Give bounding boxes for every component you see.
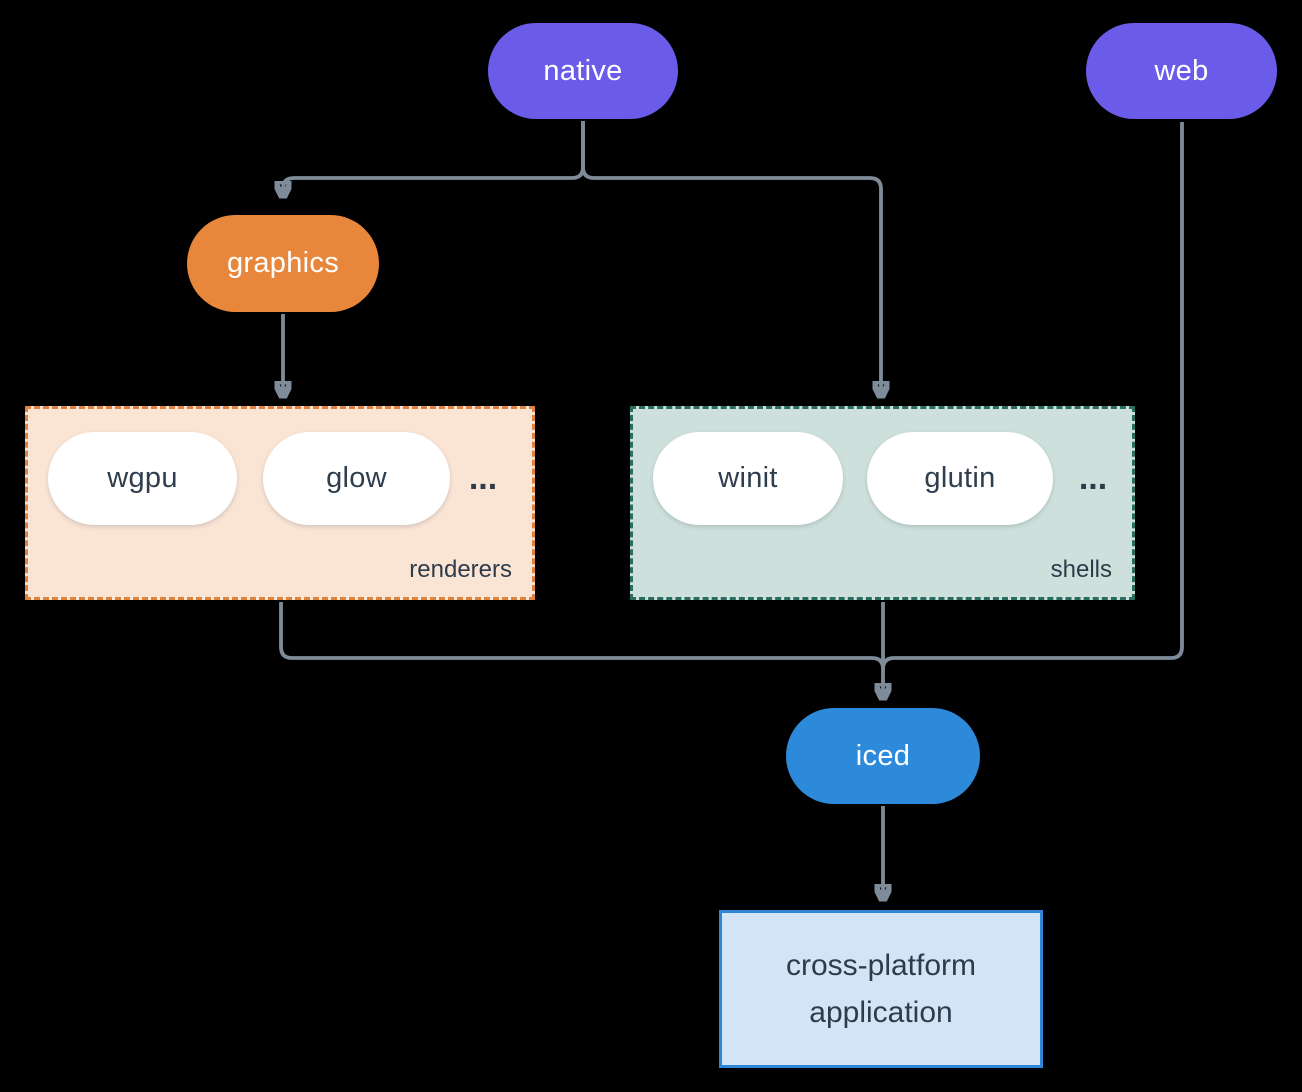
- node-web-label: web: [1154, 54, 1209, 87]
- node-iced: iced: [786, 708, 980, 804]
- edge-renderers-iced: [279, 602, 885, 670]
- node-app-label: cross-platform application: [785, 949, 977, 1029]
- node-winit-label: winit: [718, 462, 778, 494]
- node-winit: winit: [653, 432, 843, 525]
- edge-native-graphics: [283, 121, 585, 196]
- renderers-ellipsis: ...: [468, 459, 498, 497]
- group-renderers: wgpu glow ... renderers: [25, 406, 535, 600]
- node-native-label: native: [543, 54, 623, 87]
- edge-native-shells: [581, 121, 881, 396]
- node-wgpu: wgpu: [48, 432, 237, 525]
- node-cross-platform-application: cross-platform application: [719, 910, 1043, 1068]
- node-glutin: glutin: [867, 432, 1053, 525]
- node-iced-label: iced: [855, 739, 911, 772]
- node-graphics: graphics: [187, 215, 379, 312]
- node-glow: glow: [263, 432, 450, 525]
- group-renderers-label: renderers: [409, 556, 512, 583]
- node-wgpu-label: wgpu: [107, 462, 178, 494]
- node-native: native: [488, 23, 678, 119]
- node-glutin-label: glutin: [924, 462, 996, 494]
- node-web: web: [1086, 23, 1277, 119]
- shells-ellipsis: ...: [1078, 459, 1108, 497]
- group-shells: winit glutin ... shells: [630, 406, 1135, 600]
- node-glow-label: glow: [326, 462, 387, 494]
- group-shells-label: shells: [1050, 556, 1112, 583]
- node-graphics-label: graphics: [226, 247, 339, 279]
